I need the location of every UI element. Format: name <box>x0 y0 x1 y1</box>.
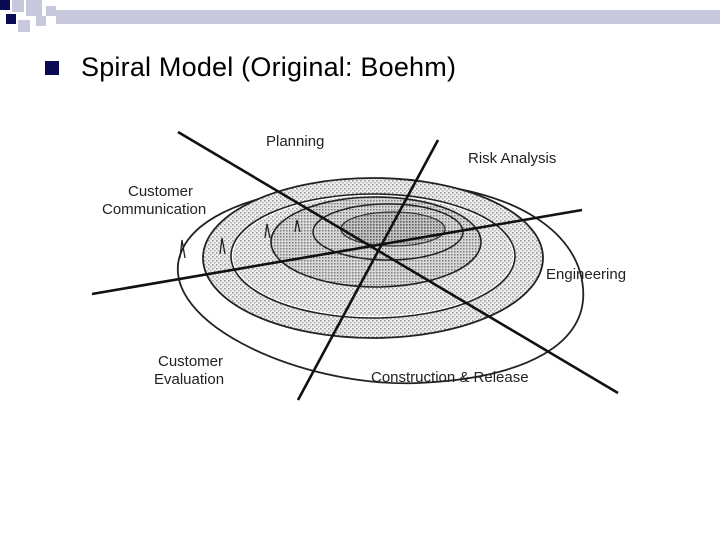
label-customer-evaluation: Evaluation <box>154 371 224 388</box>
deco-square <box>12 0 24 12</box>
spiral-loop-center <box>340 211 446 247</box>
axis-line <box>91 208 583 296</box>
axis-line <box>177 130 619 395</box>
direction-arrow-icon <box>264 223 271 239</box>
spiral-model-diagram: Planning Risk Analysis Customer Communic… <box>91 130 626 401</box>
header-decoration <box>0 0 720 40</box>
label-customer-communication: Customer <box>128 183 193 200</box>
bullet-icon <box>45 60 59 75</box>
deco-square <box>0 0 10 10</box>
direction-arrow-icon <box>179 239 186 259</box>
deco-square <box>18 20 30 32</box>
label-construction-release: Construction & Release <box>371 369 529 386</box>
label-customer-communication: Communication <box>102 201 206 218</box>
direction-arrow-icon <box>219 237 226 255</box>
deco-square <box>26 0 42 16</box>
deco-square <box>6 14 16 24</box>
slide-title: Spiral Model (Original: Boehm) <box>81 52 457 82</box>
label-planning: Planning <box>266 133 324 150</box>
label-customer-evaluation: Customer <box>158 353 223 370</box>
label-engineering: Engineering <box>546 266 626 283</box>
label-risk-analysis: Risk Analysis <box>468 150 556 167</box>
header-bar <box>56 10 720 24</box>
slide-title-row: Spiral Model (Original: Boehm) <box>45 52 456 83</box>
direction-arrow-icon <box>294 219 301 233</box>
axis-line <box>296 139 440 401</box>
deco-square <box>36 16 46 26</box>
deco-square <box>46 6 56 16</box>
